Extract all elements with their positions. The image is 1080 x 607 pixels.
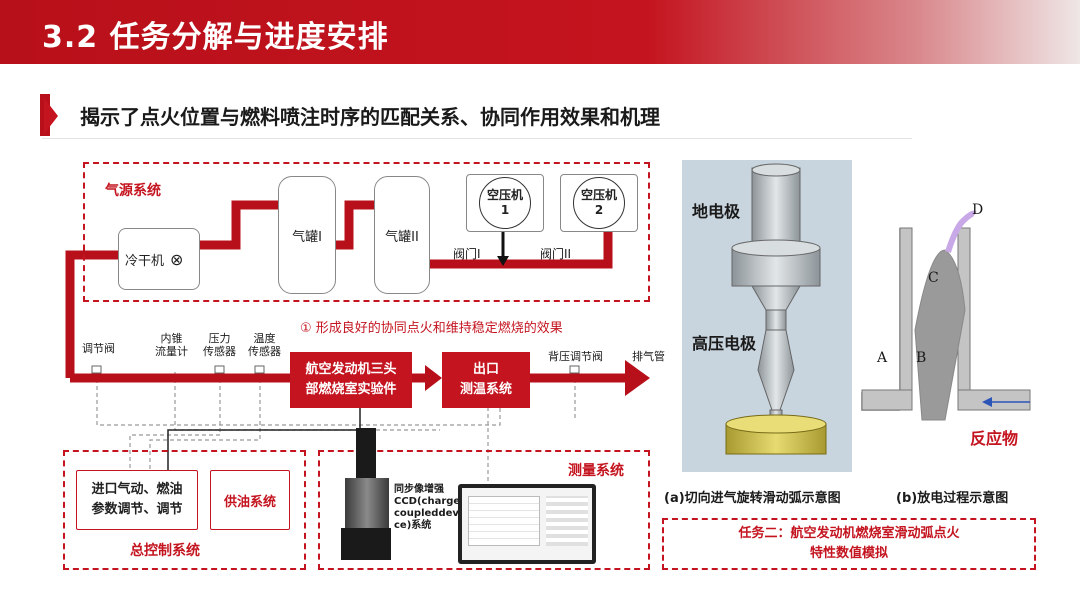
pressure-sensor-icon: [214, 365, 225, 374]
control-line-regulator: [96, 372, 501, 426]
flowmeter-label: 内锥 流量计: [155, 332, 188, 358]
back-valve-label: 背压调节阀: [548, 350, 603, 363]
figure-b-caption: (b)放电过程示意图: [896, 491, 1009, 506]
dryer-label: 冷干机: [125, 253, 165, 269]
camera-lens: [356, 428, 376, 478]
control-line-temp: [149, 372, 261, 470]
tank1-node: 气罐I: [278, 176, 336, 294]
temp-sensor-icon: [254, 365, 265, 374]
pipe-dryer-tank1: [200, 200, 278, 250]
fan-icon: ⊗: [170, 249, 184, 269]
exhaust-arrow-icon: [625, 360, 650, 396]
fuel-system-node: 供油系统: [210, 470, 290, 530]
pipe-tank2-compressor: [430, 230, 613, 269]
camera-base: [341, 528, 391, 560]
monitor-table: [546, 496, 588, 546]
regulator-label: 调节阀: [82, 342, 115, 355]
outlet-box: 出口 测温系统: [442, 352, 530, 408]
label-b: B: [916, 350, 927, 366]
params-node: 进口气动、燃油 参数调节、调节: [76, 470, 198, 530]
label-a: A: [877, 350, 888, 366]
red-pipes: [65, 200, 628, 383]
control-system-box: [63, 450, 306, 570]
valve2-label: 阀门II: [540, 247, 572, 261]
figure-a-image: [682, 160, 852, 472]
figure-a-caption: (a)切向进气旋转滑动弧示意图: [664, 491, 841, 506]
arrow-to-outlet-icon: [425, 365, 442, 391]
task-box: 任务二：航空发动机燃烧室滑动弧点火 特性数值模拟: [662, 518, 1036, 570]
back-valve-icon: [569, 365, 580, 374]
subtitle-divider: [42, 138, 912, 139]
tank2-node: 气罐II: [374, 176, 430, 294]
measure-system-label: 测量系统: [568, 463, 624, 479]
effect-annotation: ① 形成良好的协同点火和维持稳定燃烧的效果: [300, 321, 563, 336]
compressor-down-arrow-icon: [497, 256, 509, 266]
hv-electrode-label: 高压电极: [692, 334, 757, 353]
exhaust-label: 排气管: [632, 350, 665, 363]
label-d: D: [972, 202, 984, 218]
valve1-label: 阀门I: [453, 247, 481, 261]
compressor2-box: 空压机 2: [560, 174, 638, 232]
reactant-label: 反应物: [970, 429, 1019, 448]
subtitle: 揭示了点火位置与燃料喷注时序的匹配关系、协同作用效果和机理: [80, 105, 660, 129]
pressure-sensor-label: 压力 传感器: [203, 332, 236, 358]
measure-system-box: [318, 450, 650, 570]
compressor1-box: 空压机 1: [466, 174, 544, 232]
monitor-screen: [458, 484, 596, 564]
regulator-sensor-icon: [91, 365, 102, 374]
dryer-node: 冷干机 ⊗: [118, 228, 200, 290]
label-c: C: [928, 270, 939, 286]
ground-electrode-label: 地电极: [692, 202, 741, 221]
monitor-display: [462, 488, 592, 560]
monitor-plot: [468, 496, 540, 546]
control-line-pressure: [129, 372, 221, 470]
header-band: [0, 0, 1080, 64]
gas-system-box: [83, 162, 650, 302]
page-title: 3.2 任务分解与进度安排: [42, 20, 389, 55]
ccd-label: 同步像增强 CCD(charge coupleddevi ce)系统: [394, 484, 463, 531]
compressor2-label: 空压机 2: [573, 177, 625, 229]
electrode-drawing: [725, 163, 827, 455]
camera-body: [345, 478, 389, 528]
pipe-tank1-tank2: [335, 200, 374, 250]
pipe-inlet: [65, 250, 118, 378]
compressor1-label: 空压机 1: [479, 177, 531, 229]
temp-sensor-label: 温度 传感器: [248, 332, 281, 358]
gas-system-label: 气源系统: [105, 183, 161, 199]
control-system-label: 总控制系统: [130, 543, 200, 559]
combustor-box: 航空发动机三头 部燃烧室实验件: [290, 352, 412, 408]
